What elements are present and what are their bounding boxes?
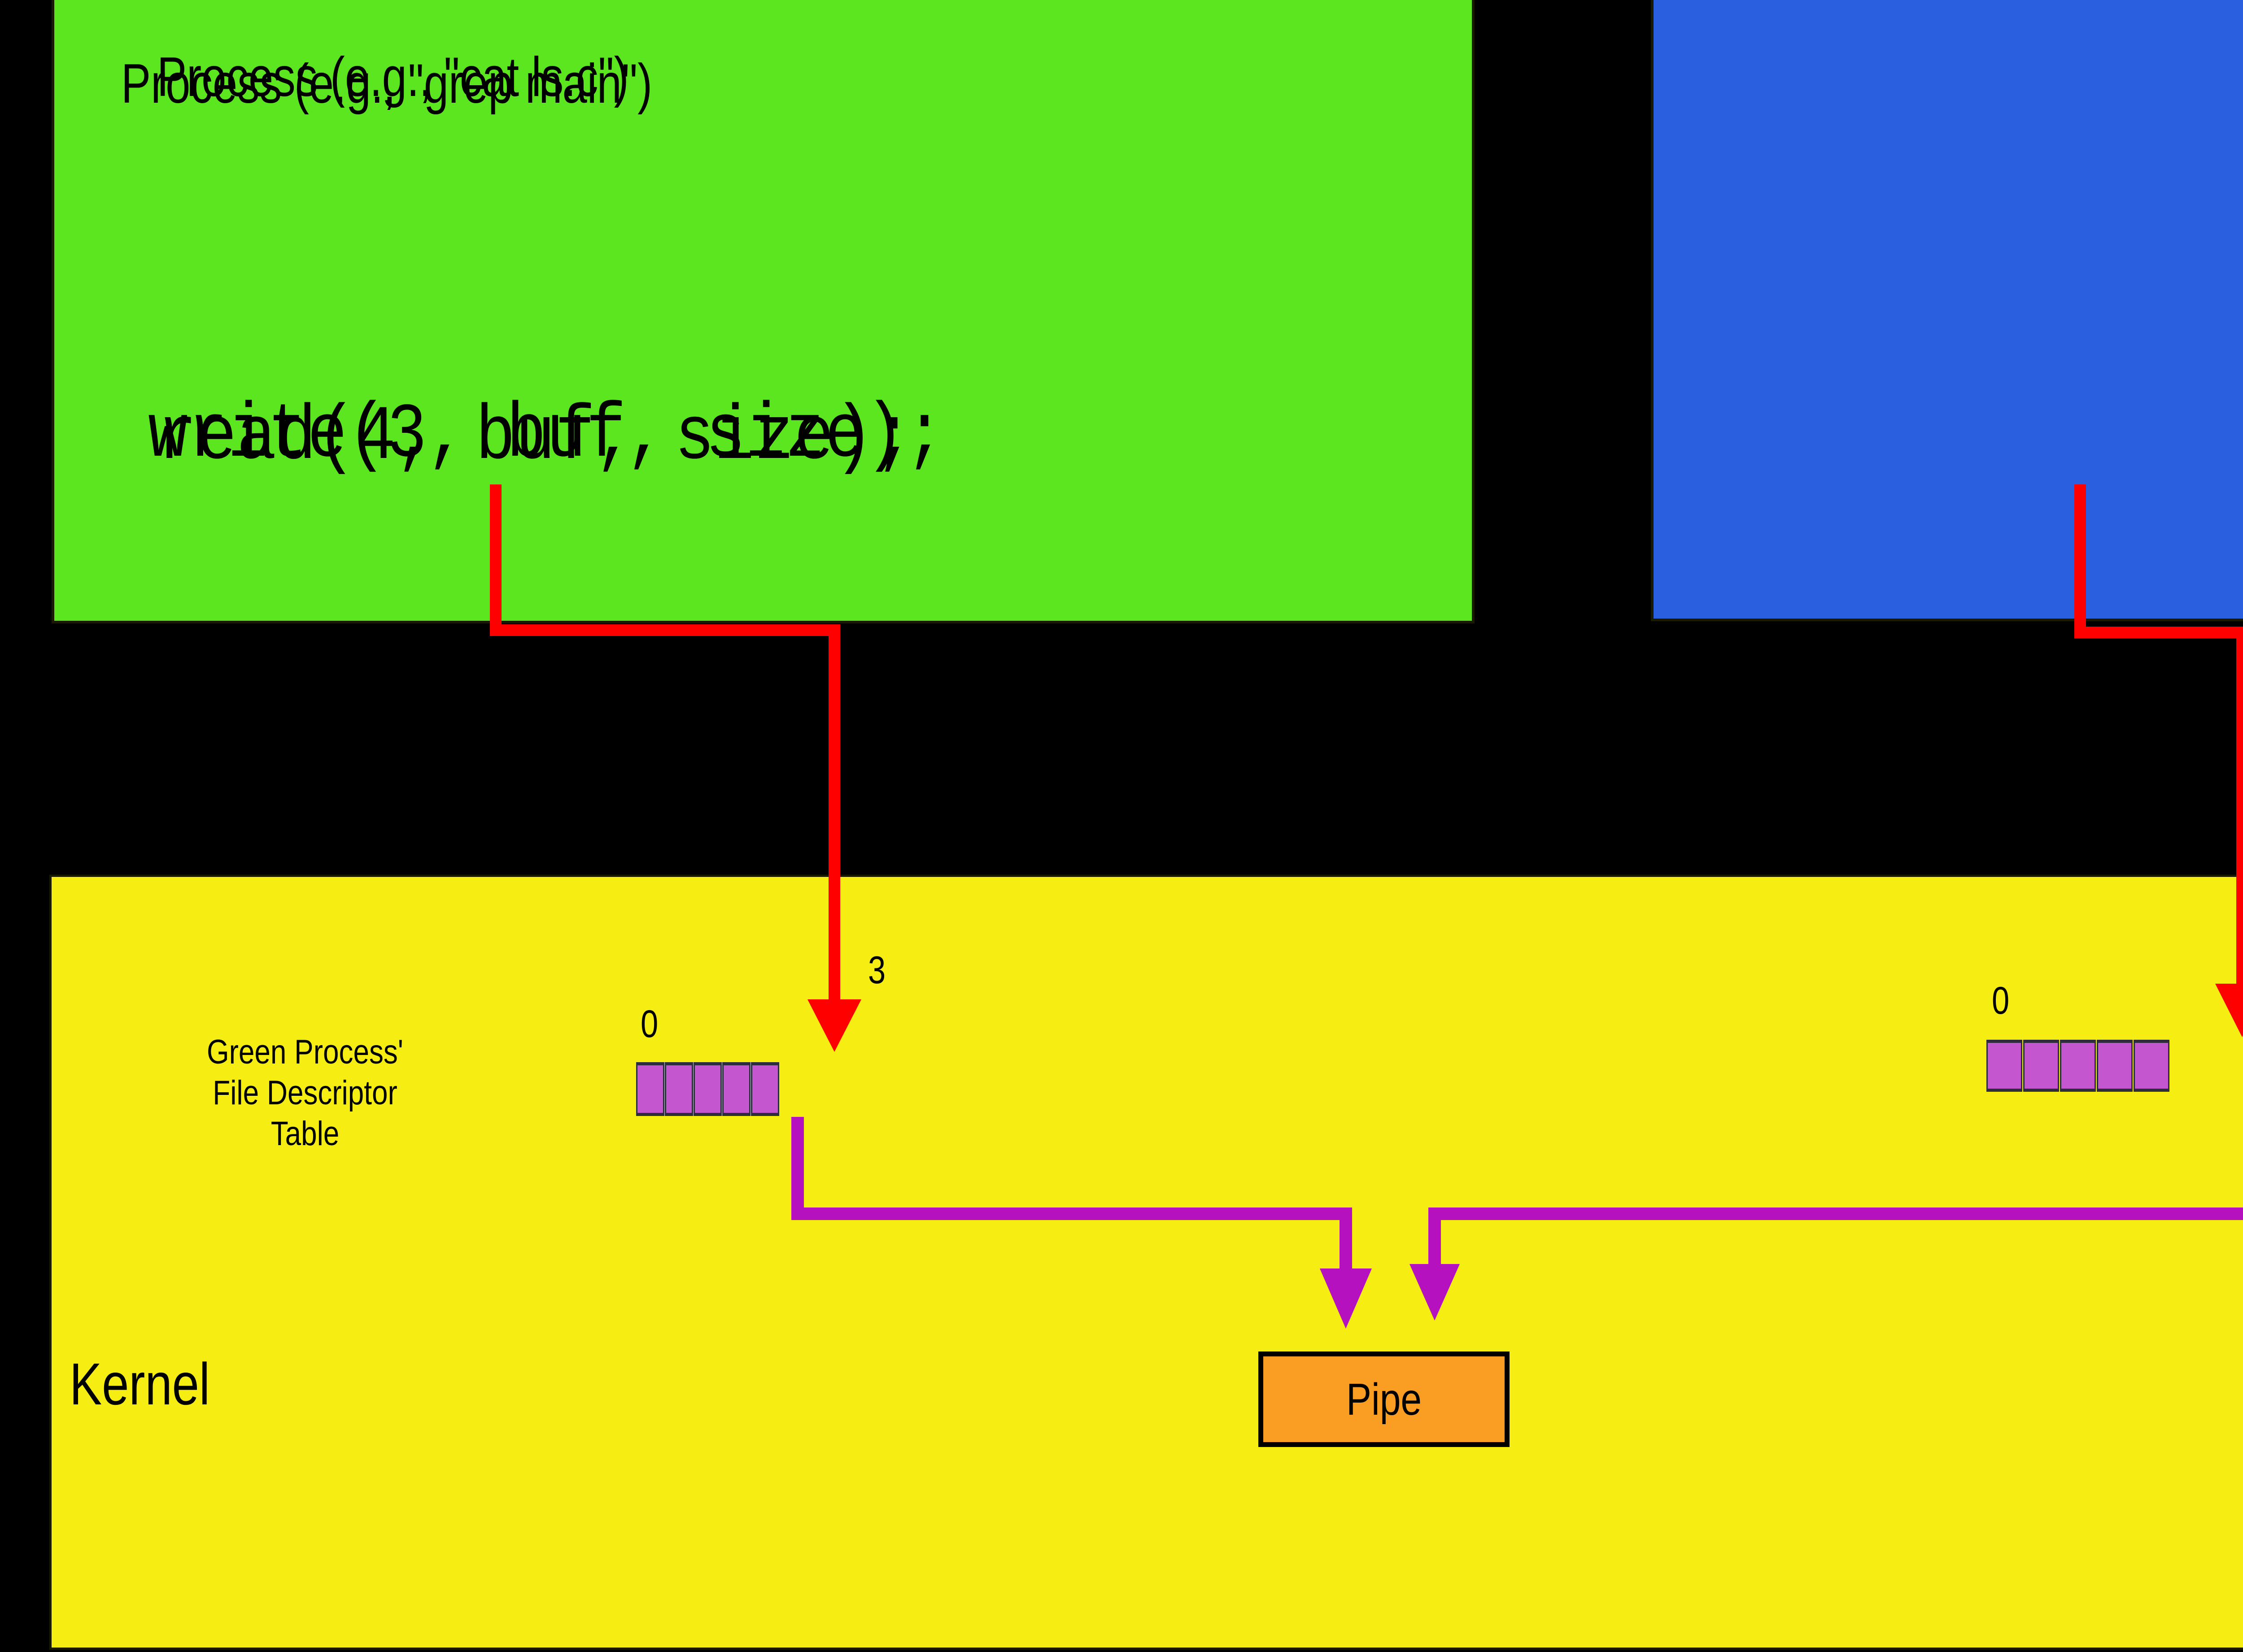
blue-process-title: Process (e.g., "grep main") bbox=[121, 53, 653, 115]
fd-cell[interactable] bbox=[1986, 1040, 2022, 1092]
fd-cell-fd4[interactable] bbox=[2134, 1040, 2169, 1092]
fd-cell-fd3[interactable] bbox=[722, 1062, 751, 1116]
fd-cell[interactable] bbox=[2097, 1040, 2133, 1092]
green-process-title: Process (e.g., "cat ls.c") bbox=[157, 46, 629, 108]
fd-cell[interactable] bbox=[751, 1062, 779, 1116]
fd-cell[interactable] bbox=[636, 1062, 664, 1116]
fd-cell[interactable] bbox=[2023, 1040, 2059, 1092]
fd-table-label: Green Process' File Descriptor Table bbox=[207, 1033, 403, 1153]
green-fd-table bbox=[636, 1062, 780, 1116]
green-process-write-call: write(3, buf, size); bbox=[148, 392, 945, 479]
green-fd-index-0: 0 bbox=[641, 1003, 659, 1046]
blue-fd-index-0: 0 bbox=[1992, 979, 2010, 1022]
blue-process-read-call: read(4, buf, size); bbox=[157, 394, 914, 481]
pipe-label: Pipe bbox=[1346, 1374, 1422, 1425]
blue-process-box bbox=[1651, 0, 2243, 621]
fd-cell[interactable] bbox=[665, 1062, 693, 1116]
kernel-box bbox=[49, 875, 2243, 1650]
green-fd-index-3: 3 bbox=[868, 949, 886, 992]
fd-cell[interactable] bbox=[2060, 1040, 2096, 1092]
kernel-label: Kernel bbox=[70, 1351, 210, 1417]
pipe-box[interactable]: Pipe bbox=[1258, 1351, 1510, 1447]
fd-cell[interactable] bbox=[694, 1062, 722, 1116]
blue-fd-table bbox=[1986, 1040, 2170, 1092]
